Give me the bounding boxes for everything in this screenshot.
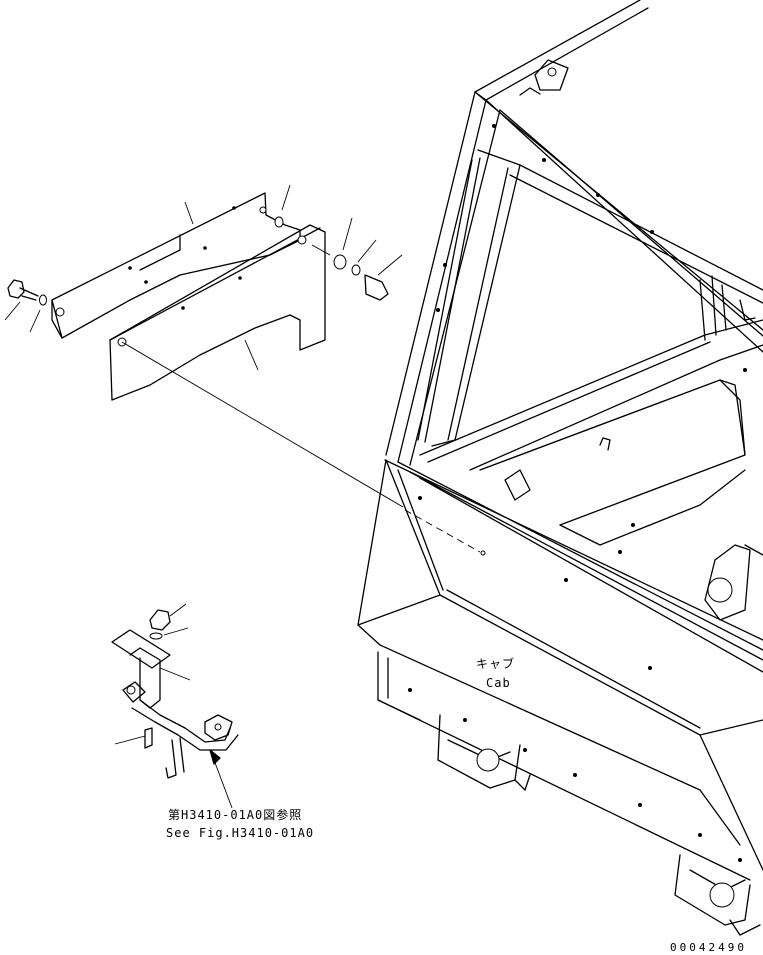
cab-label-en: Cab (486, 676, 511, 690)
reference-note-jp: 第H3410-01A0図参照 (168, 808, 303, 822)
reference-note-en: See Fig.H3410-01A0 (166, 826, 315, 840)
tube-assembly (111, 603, 239, 809)
cab-structure (357, 0, 763, 936)
cover-plates (51, 192, 404, 508)
fasteners (4, 184, 403, 333)
drawing-number: 00042490 (670, 941, 747, 954)
cab-label-jp: キャブ (476, 657, 516, 671)
